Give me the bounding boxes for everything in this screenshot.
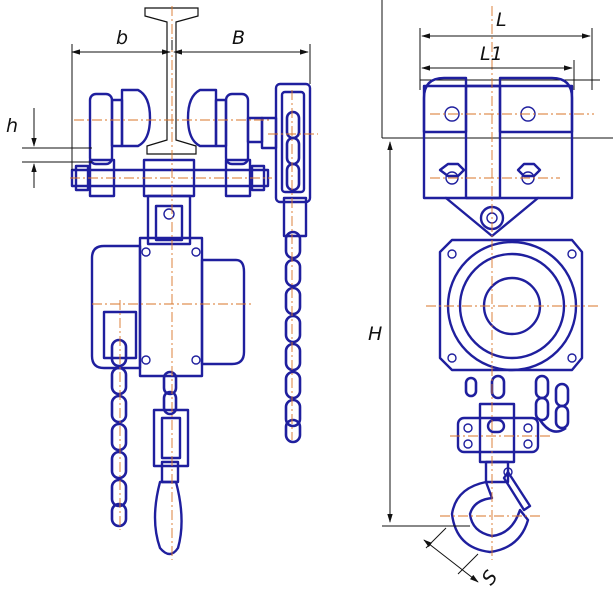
dimension-H: H [368, 137, 470, 527]
hand-chain-right [284, 110, 302, 444]
dimension-S: S [423, 527, 503, 590]
dimension-B: B [173, 27, 311, 84]
hoist-body [90, 236, 246, 378]
beam-section-front [381, 0, 613, 139]
i-beam-section [144, 7, 199, 155]
hand-chain-left [110, 338, 128, 528]
dimension-L: L [419, 9, 593, 90]
side-view: b B h [6, 6, 318, 560]
dimension-L1: L1 [421, 43, 575, 90]
load-chain-front [464, 374, 570, 433]
trolley-frame-front [422, 76, 574, 238]
suspension-link [146, 194, 192, 246]
hook-front [450, 467, 532, 554]
load-chain-and-hook-side [152, 370, 190, 556]
trolley-wheels [88, 88, 264, 166]
label-S: S [478, 566, 503, 589]
hand-chain-wheel [260, 82, 312, 238]
hook-block-front [456, 402, 540, 484]
label-L: L [496, 9, 507, 31]
dimension-b: b [71, 27, 173, 170]
label-L1: L1 [480, 43, 503, 65]
label-B: B [232, 27, 245, 49]
label-h: h [6, 115, 18, 137]
label-b: b [116, 27, 128, 49]
hoist-housing-front [438, 238, 584, 372]
label-H: H [368, 323, 382, 345]
dimension-h: h [6, 108, 92, 188]
front-view: L L1 H S [368, 0, 613, 590]
